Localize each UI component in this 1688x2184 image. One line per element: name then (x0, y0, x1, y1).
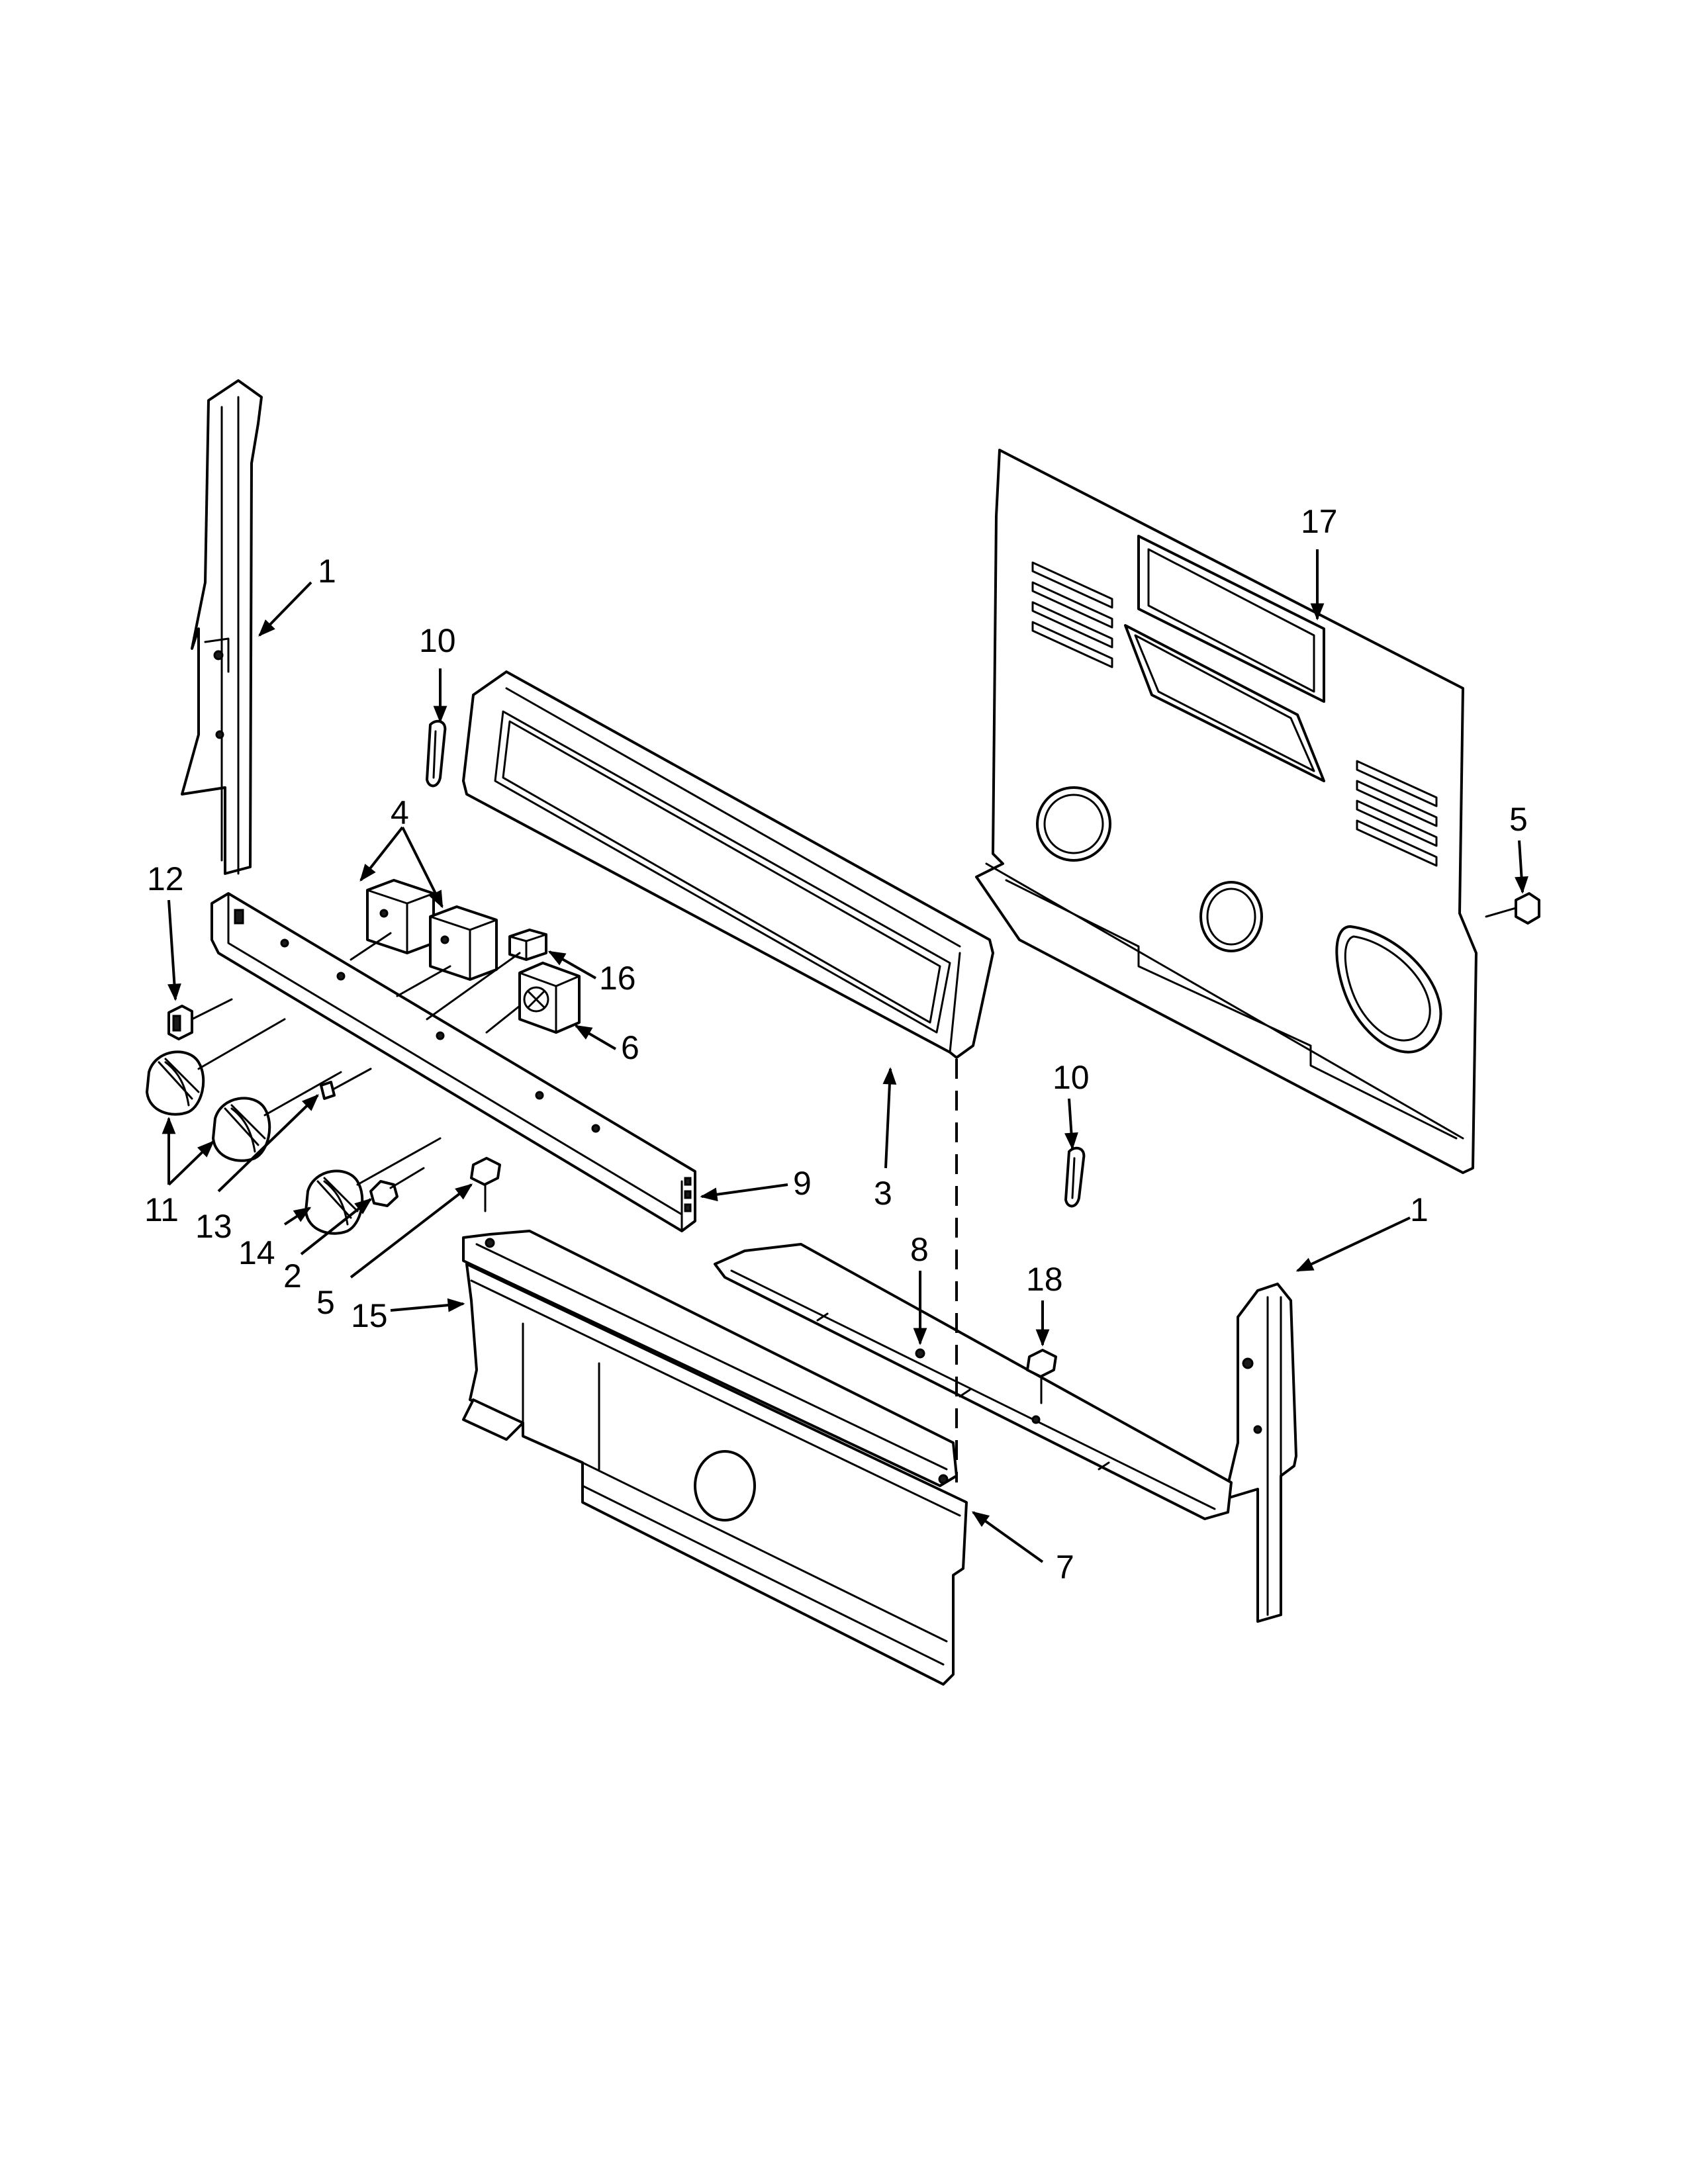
callout-4: 4 (391, 794, 409, 831)
callout-14: 14 (238, 1234, 275, 1271)
control-panel (211, 892, 696, 1232)
infinite-switch-b (429, 905, 498, 981)
callout-15: 15 (351, 1297, 388, 1334)
callout-9: 9 (793, 1165, 812, 1202)
assembly-lines (191, 932, 521, 1186)
wire-clip-left (426, 719, 447, 788)
leader-arrows (162, 549, 1528, 1563)
callout-2: 2 (283, 1257, 302, 1295)
screw-lower-left (470, 1157, 501, 1212)
rear-back-panel (975, 449, 1477, 1174)
vent-slots-left (1031, 561, 1113, 668)
callout-10-left: 10 (419, 622, 456, 659)
callout-1-right: 1 (1410, 1191, 1429, 1228)
infinite-switch-a (366, 879, 435, 954)
selector-switch (508, 929, 547, 961)
callout-5-right: 5 (1509, 801, 1528, 838)
vent-slots-right (1356, 760, 1438, 867)
side-bracket-left (181, 379, 263, 875)
callout-13: 13 (195, 1208, 232, 1245)
rear-trim-rail (714, 1243, 1233, 1520)
screw-rear-right (1485, 892, 1540, 925)
callout-labels: 1 1 10 10 17 5 4 16 6 9 3 12 11 13 14 2 … (144, 503, 1528, 1586)
timer-module (518, 962, 581, 1034)
screw-knob-area (369, 1167, 425, 1207)
callout-12: 12 (147, 860, 184, 897)
knob-spring-clip (320, 1081, 336, 1100)
callout-3: 3 (874, 1175, 892, 1212)
callout-11: 11 (144, 1191, 179, 1228)
callout-18: 18 (1026, 1261, 1063, 1298)
control-knob-1 (146, 1050, 205, 1116)
callout-7: 7 (1056, 1549, 1074, 1586)
callout-5-left: 5 (316, 1284, 335, 1321)
screw-rear-trim (1026, 1349, 1057, 1404)
manifold-panel-trim (462, 1230, 958, 1487)
callout-6: 6 (621, 1029, 639, 1066)
console-backguard (462, 670, 994, 1059)
callout-10-right: 10 (1053, 1059, 1090, 1096)
control-knob-2 (212, 1097, 271, 1162)
callout-17: 17 (1301, 503, 1338, 540)
rocker-switch (167, 1005, 193, 1040)
wire-clip-right (1064, 1146, 1086, 1208)
control-knob-3 (305, 1169, 364, 1235)
callout-16: 16 (599, 960, 636, 997)
callout-8: 8 (910, 1231, 929, 1268)
callout-1-left: 1 (318, 553, 336, 590)
side-bracket-right (1223, 1283, 1297, 1623)
lower-access-panel (462, 1263, 968, 1686)
